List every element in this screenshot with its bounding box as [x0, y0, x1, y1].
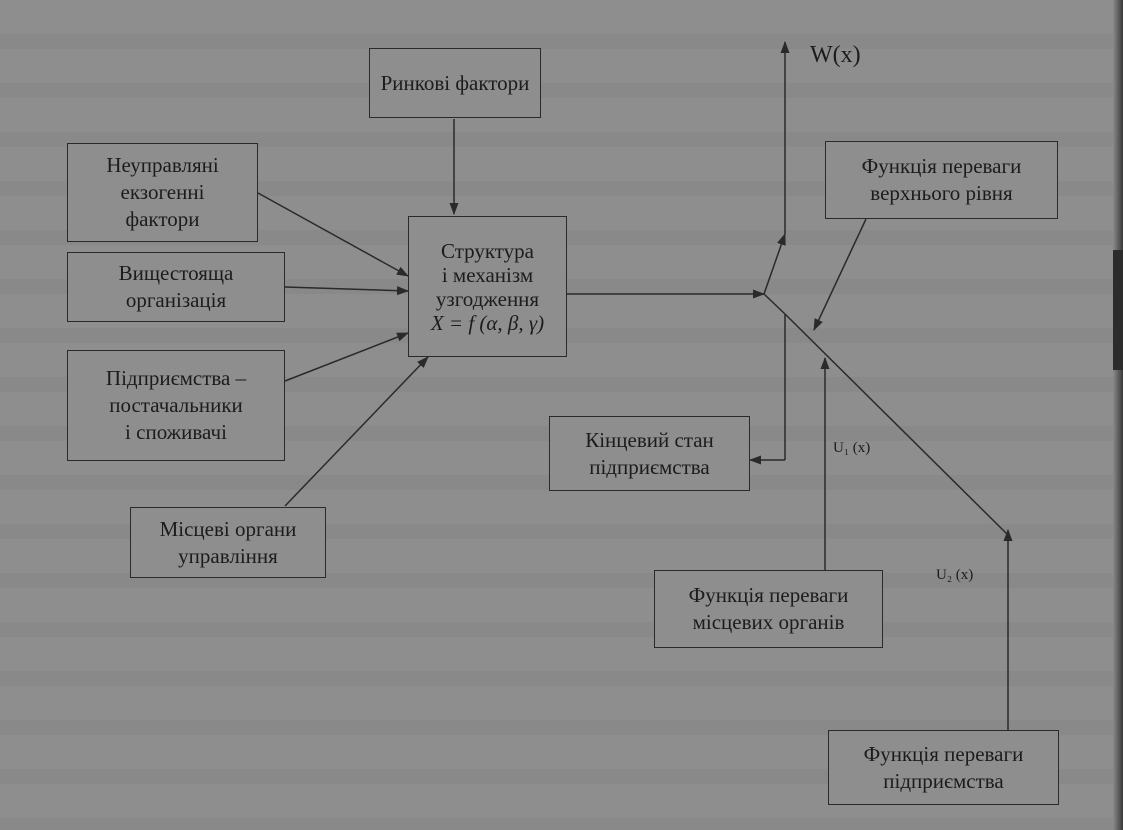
structure-line-2: і механізм — [441, 262, 534, 287]
line-junction-down — [763, 293, 786, 315]
arrow-higher-org-to-structure — [284, 286, 409, 296]
diagonal-preference-line — [784, 313, 1009, 536]
structure-mechanism-box: Структура і механізм узгодження X = f (α… — [408, 216, 567, 357]
enterprise-preference-box: Функція переваги підприємства — [828, 730, 1059, 805]
upper-level-preference-box: Функція переваги верхнього рівня — [825, 141, 1058, 219]
market-factors-box: Ринкові фактори — [369, 48, 541, 118]
local-authorities-box: Місцеві органи управління — [130, 507, 326, 578]
arrow-suppliers-to-structure — [284, 332, 409, 382]
u2-label: U₂ (x) — [936, 567, 974, 583]
local-authorities-preference-box: Функція переваги місцевих органів — [654, 570, 883, 648]
structure-formula: X = f (α, β, γ) — [430, 310, 545, 335]
structure-line-3: узгодження — [435, 286, 540, 311]
page-tab — [1113, 250, 1123, 370]
wx-label: W(x) — [810, 42, 861, 68]
u1-label: U₁ (x) — [833, 440, 871, 456]
suppliers-consumers-box: Підприємства – постачальники і споживачі — [67, 350, 285, 461]
higher-organization-box: Вищестояща організація — [67, 252, 285, 322]
arrow-local-to-structure — [284, 356, 429, 507]
arrow-exogenous-to-structure — [257, 192, 409, 277]
page-edge — [1113, 0, 1123, 830]
line-junction-up — [763, 233, 786, 295]
exogenous-factors-box: Неуправляні екзогенні фактори — [67, 143, 258, 242]
arrow-upper-pref — [813, 218, 867, 331]
final-state-box: Кінцевий стан підприємства — [549, 416, 750, 491]
structure-line-1: Структура — [440, 238, 535, 263]
